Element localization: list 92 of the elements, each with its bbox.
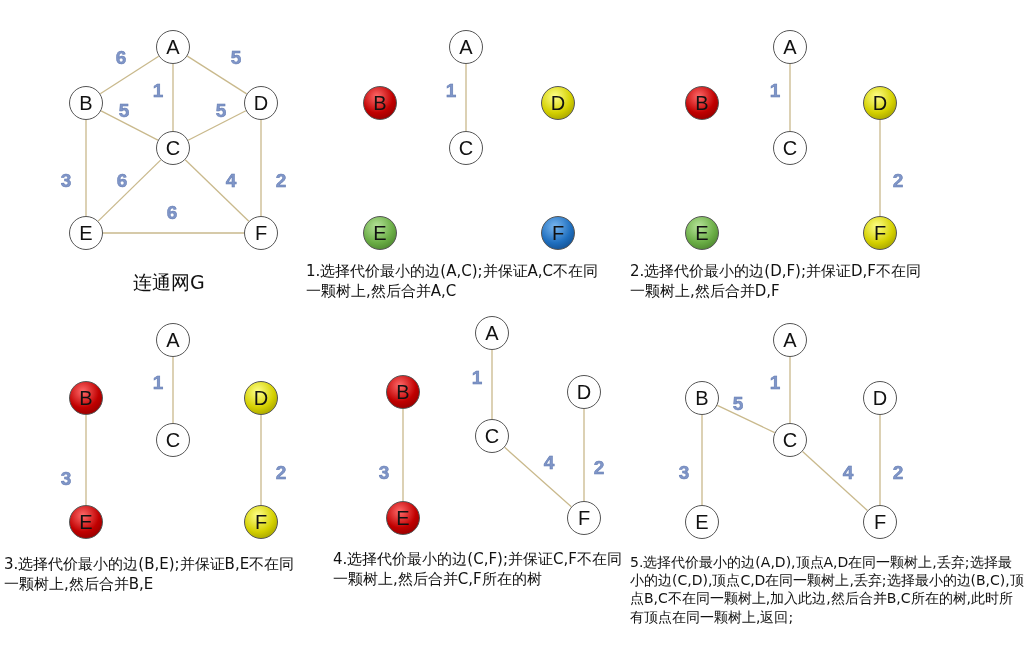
vertex-circle: D (244, 381, 278, 415)
edge-line (186, 55, 248, 95)
vertex-circle: D (863, 86, 897, 120)
vertex-circle: D (863, 381, 897, 415)
vertex-circle: A (475, 316, 509, 350)
edge-label: 2 (275, 170, 287, 190)
edge-line (716, 404, 776, 434)
edge-label: 1 (152, 372, 164, 392)
vertex-circle: C (156, 423, 190, 457)
edge-line (504, 446, 572, 508)
edge-line (879, 119, 881, 217)
edge-line (789, 356, 791, 424)
vertex-circle: C (156, 131, 190, 165)
edge-label: 5 (118, 100, 130, 120)
vertex-circle: A (773, 30, 807, 64)
edge-label: 1 (471, 367, 483, 387)
caption-text: 2.选择代价最小的边(D,F);并保证D,F不在同一颗树上,然后合并D,F (630, 262, 922, 301)
vertex-circle: F (567, 501, 601, 535)
vertex-circle: B (69, 381, 103, 415)
edge-line (402, 408, 404, 502)
caption-text: 连通网G (133, 270, 206, 295)
edge-label: 2 (892, 170, 904, 190)
vertex-circle: F (244, 216, 278, 250)
edge-line (184, 159, 250, 222)
edge-label: 3 (678, 462, 690, 482)
edge-label: 1 (445, 80, 457, 100)
caption-text: 3.选择代价最小的边(B,E);并保证B,E不在同一颗树上,然后合并B,E (4, 555, 296, 594)
vertex-circle: D (541, 86, 575, 120)
edge-line (583, 408, 585, 502)
edge-label: 5 (230, 47, 242, 67)
edge-line (491, 349, 493, 420)
vertex-circle: D (244, 86, 278, 120)
vertex-circle: B (69, 86, 103, 120)
edge-label: 6 (115, 47, 127, 67)
edge-line (260, 119, 262, 217)
edge-line (85, 414, 87, 506)
edge-label: 2 (275, 462, 287, 482)
vertex-circle: C (449, 131, 483, 165)
vertex-circle: E (363, 216, 397, 250)
edge-label: 3 (60, 170, 72, 190)
edge-label: 3 (378, 462, 390, 482)
edge-label: 6 (166, 202, 178, 222)
edge-label: 4 (225, 170, 237, 190)
vertex-circle: B (363, 86, 397, 120)
caption-text: 4.选择代价最小的边(C,F);并保证C,F不在同一颗树上,然后合并C,F所在的树 (333, 550, 623, 589)
edge-line (801, 450, 869, 512)
vertex-circle: F (541, 216, 575, 250)
vertex-circle: E (685, 216, 719, 250)
vertex-circle: F (863, 216, 897, 250)
edge-label: 5 (215, 100, 227, 120)
vertex-circle: E (386, 501, 420, 535)
edge-line (879, 414, 881, 506)
vertex-circle: A (156, 323, 190, 357)
vertex-circle: C (475, 419, 509, 453)
vertex-circle: B (685, 86, 719, 120)
vertex-circle: F (863, 505, 897, 539)
edge-line (172, 356, 174, 424)
vertex-circle: A (449, 30, 483, 64)
edge-line (102, 232, 245, 234)
edge-label: 4 (842, 462, 854, 482)
edge-line (85, 119, 87, 217)
edge-label: 6 (116, 170, 128, 190)
vertex-circle: A (156, 30, 190, 64)
vertex-circle: A (773, 323, 807, 357)
edge-line (187, 110, 247, 141)
vertex-circle: B (386, 375, 420, 409)
vertex-circle: E (685, 505, 719, 539)
vertex-circle: B (685, 381, 719, 415)
caption-text: 5.选择代价最小的边(A,D),顶点A,D在同一颗树上,丢弃;选择最小的边(C,D),顶点C,D在同一颗树上,丢弃;选择最小的边(B,C),顶点B,C不在同一颗树上,加入此边,然后合并B,C所在的树,此时所有顶点在同一颗树上,返回; (630, 553, 1025, 626)
edge-line (789, 63, 791, 132)
edge-label: 2 (892, 462, 904, 482)
edge-line (100, 110, 159, 141)
vertex-circle: E (69, 216, 103, 250)
vertex-circle: D (567, 375, 601, 409)
edge-label: 1 (769, 372, 781, 392)
edge-line (99, 55, 160, 95)
edge-label: 3 (60, 468, 72, 488)
edge-line (701, 414, 703, 506)
edge-line (97, 159, 162, 222)
edge-label: 2 (593, 457, 605, 477)
edge-label: 5 (732, 393, 744, 413)
edge-line (260, 414, 262, 506)
vertex-circle: C (773, 131, 807, 165)
vertex-circle: C (773, 423, 807, 457)
edge-line (172, 63, 174, 132)
edge-label: 4 (543, 452, 555, 472)
vertex-circle: F (244, 505, 278, 539)
vertex-circle: E (69, 505, 103, 539)
caption-text: 1.选择代价最小的边(A,C);并保证A,C不在同一颗树上,然后合并A,C (306, 262, 600, 301)
edge-label: 1 (152, 80, 164, 100)
edge-line (465, 63, 467, 132)
edge-label: 1 (769, 80, 781, 100)
